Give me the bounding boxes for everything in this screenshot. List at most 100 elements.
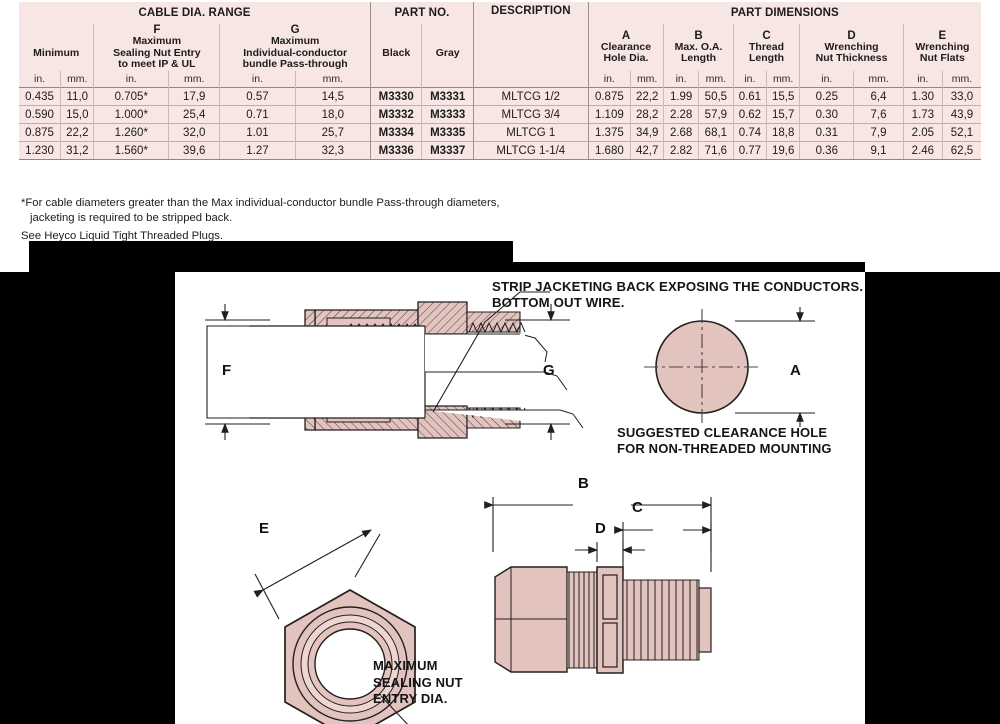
cell-b-mm: 71,6 — [698, 141, 734, 160]
dimension-E — [253, 529, 381, 620]
subheader-d-desc: Wrenching Nut Thickness — [815, 40, 888, 65]
cell-a-mm: 28,2 — [630, 105, 664, 124]
unit-e-in: in. — [902, 70, 943, 88]
cell-min-in: 0.590 — [19, 105, 61, 124]
footnote-line-1: *For cable diameters greater than the Ma… — [21, 197, 500, 209]
footnotes: *For cable diameters greater than the Ma… — [21, 196, 641, 244]
cell-e-in: 1.73 — [902, 105, 943, 124]
cell-c-in: 0.62 — [732, 105, 767, 124]
table-subheader-row: F Minimum F Maximum Sealing Nut Entry to… — [19, 24, 981, 71]
unit-min-mm: mm. — [60, 70, 94, 88]
unit-f-in: in. — [93, 70, 169, 88]
wrenching-nut-D — [596, 566, 624, 674]
subheader-b: B Max. O.A. Length — [663, 24, 734, 71]
leader-line-max-sealing-nut — [380, 695, 408, 724]
cell-a-in: 1.109 — [587, 105, 631, 124]
subheader-gray-label: Gray — [435, 46, 460, 59]
cell-gray: M3337 — [421, 141, 474, 160]
subheader-minimum: F Minimum — [19, 24, 94, 71]
unit-g-mm: mm. — [294, 70, 371, 88]
subheader-d: D Wrenching Nut Thickness — [799, 24, 904, 71]
cell-black: M3334 — [370, 123, 422, 142]
subheader-f-letter: F — [153, 24, 161, 36]
cell-g-in: 1.01 — [219, 123, 296, 142]
dimension-F — [205, 304, 270, 440]
centerline — [644, 309, 760, 425]
subheader-g-desc: Maximum Individual-conductor bundle Pass… — [242, 35, 348, 70]
unit-d-in: in. — [799, 70, 854, 88]
subheader-e: E Wrenching Nut Flats — [902, 24, 981, 71]
unit-black-blank — [370, 70, 422, 88]
panel-notch-left — [0, 241, 19, 272]
cell-gray: M3333 — [421, 105, 474, 124]
cell-min-in: 0.875 — [19, 123, 61, 142]
cell-a-in: 0.875 — [587, 87, 631, 106]
cell-d-mm: 9,1 — [853, 141, 904, 160]
cell-b-mm: 50,5 — [698, 87, 734, 106]
cell-d-in: 0.31 — [799, 123, 854, 142]
cell-description: MLTCG 1-1/4 — [472, 141, 589, 160]
subheader-a: A Clearance Hole Dia. — [587, 24, 664, 71]
cell-a-mm: 34,9 — [630, 123, 664, 142]
cell-b-in: 2.28 — [663, 105, 699, 124]
subheader-minimum-label: Minimum — [33, 46, 80, 59]
cell-c-mm: 19,6 — [766, 141, 800, 160]
cell-f-in: 0.705* — [93, 87, 169, 106]
subheader-a-letter: A — [621, 29, 631, 42]
unit-b-in: in. — [663, 70, 699, 88]
unit-d-mm: mm. — [853, 70, 904, 88]
subheader-g-letter: G — [290, 24, 300, 36]
subheader-d-letter: D — [847, 29, 856, 42]
dimension-label-F: F — [222, 362, 232, 379]
subheader-b-desc: Max. O.A. Length — [674, 40, 723, 65]
male-thread-section — [622, 579, 712, 661]
cell-f-in: 1.000* — [93, 105, 169, 124]
callout-strip-jacketing: STRIP JACKETING BACK EXPOSING THE CONDUC… — [492, 279, 864, 310]
subheader-e-letter: E — [938, 29, 947, 42]
specifications-table: CABLE DIA. RANGE PART NO. DESCRIPTION PA… — [19, 2, 981, 160]
leader-line-strip-jacketing — [432, 291, 550, 413]
dimension-D — [575, 542, 645, 562]
cell-d-mm: 6,4 — [853, 87, 904, 106]
cell-e-mm: 52,1 — [941, 123, 981, 142]
unit-gray-blank — [421, 70, 474, 88]
cell-f-mm: 25,4 — [168, 105, 220, 124]
dimension-label-E: E — [259, 520, 270, 537]
unit-c-mm: mm. — [766, 70, 800, 88]
cell-a-in: 1.375 — [587, 123, 631, 142]
cell-d-in: 0.30 — [799, 105, 854, 124]
unit-a-in: in. — [587, 70, 631, 88]
cell-a-mm: 22,2 — [630, 87, 664, 106]
cell-description: MLTCG 3/4 — [472, 105, 589, 124]
unit-min-in: in. — [19, 70, 61, 88]
dimension-label-D: D — [595, 520, 606, 537]
group-header-part-dimensions: PART DIMENSIONS — [587, 2, 981, 24]
cell-c-in: 0.74 — [732, 123, 767, 142]
subheader-c-desc: Thread Length — [749, 40, 785, 65]
cell-f-in: 1.560* — [93, 141, 169, 160]
cell-g-in: 0.57 — [219, 87, 296, 106]
panel-notch-left-fill — [19, 241, 29, 272]
subheader-e-desc: Wrenching Nut Flats — [915, 40, 970, 65]
cell-f-mm: 17,9 — [168, 87, 220, 106]
table-head: CABLE DIA. RANGE PART NO. DESCRIPTION PA… — [19, 2, 981, 88]
cell-g-mm: 18,0 — [294, 105, 371, 124]
dimension-label-G: G — [543, 362, 555, 379]
subheader-black-label: Black — [382, 46, 411, 59]
cell-f-mm: 32,0 — [168, 123, 220, 142]
unit-c-in: in. — [732, 70, 767, 88]
cell-c-mm: 15,5 — [766, 87, 800, 106]
subheader-g: G Maximum Individual-conductor bundle Pa… — [219, 24, 371, 71]
dimension-G — [505, 304, 570, 440]
cell-g-mm: 32,3 — [294, 141, 371, 160]
clearance-hole-view — [644, 307, 815, 427]
cross-section-assembly — [205, 291, 584, 440]
cell-min-in: 1.230 — [19, 141, 61, 160]
panel-notch-right — [865, 262, 1000, 272]
cell-g-in: 1.27 — [219, 141, 296, 160]
